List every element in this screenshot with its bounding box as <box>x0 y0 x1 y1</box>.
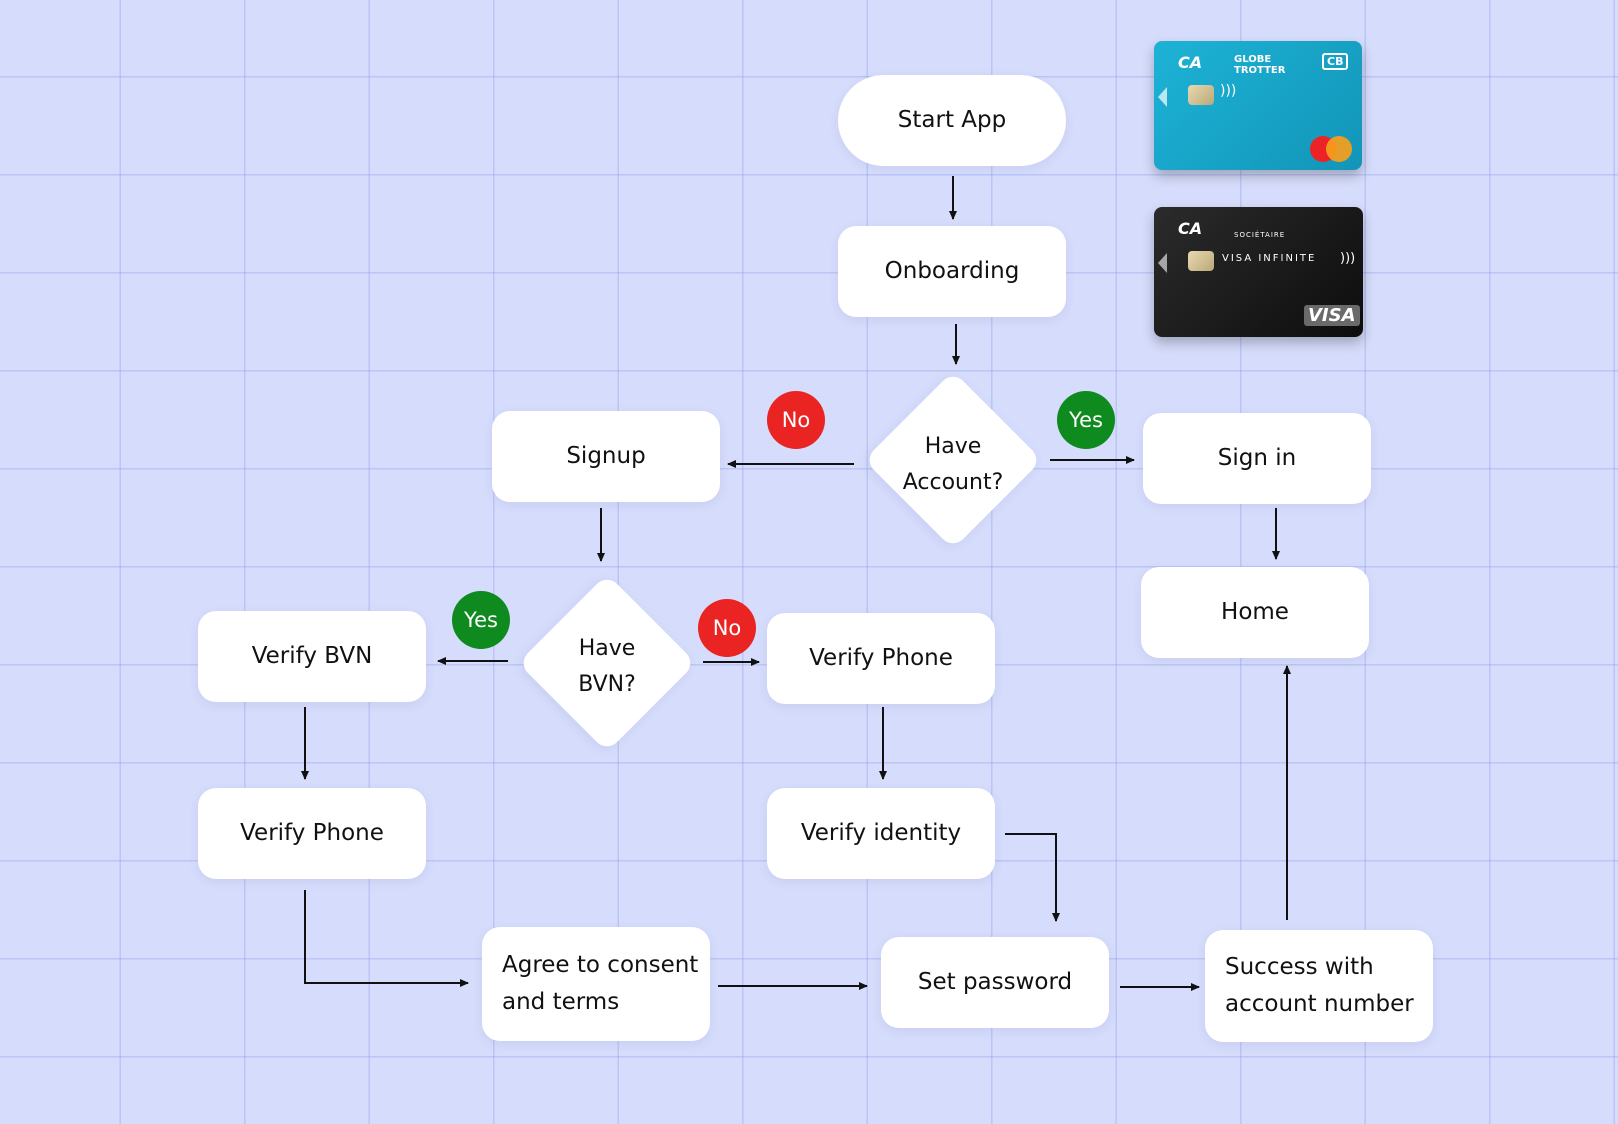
card-name-line2: TROTTER <box>1234 65 1286 76</box>
mastercard-icon <box>1310 136 1354 162</box>
chip-icon <box>1188 85 1214 105</box>
card-name-line1: GLOBE <box>1234 54 1272 65</box>
badge-yes-account: Yes <box>1057 391 1115 449</box>
badge-yes-bvn: Yes <box>452 591 510 649</box>
arrow-verify-phone-to-agree-consent <box>304 890 469 987</box>
node-signup: Signup <box>492 411 720 502</box>
card-network-visa: VISA <box>1304 305 1360 326</box>
card-brand-logo: CA <box>1178 53 1203 72</box>
card-brand-logo: CA <box>1178 219 1203 238</box>
node-verify-bvn-label: Verify BVN <box>251 643 373 669</box>
node-verify-phone-left-label: Verify Phone <box>240 820 384 846</box>
node-onboarding-label: Onboarding <box>884 258 1020 284</box>
node-start-app: Start App <box>838 75 1066 166</box>
card-tier-text: SOCIÉTAIRE <box>1234 231 1286 239</box>
contactless-icon: ))) <box>1340 251 1356 266</box>
arrow-verify-identity-to-set-password <box>1005 833 1060 922</box>
node-verify-phone-left: Verify Phone <box>198 788 426 879</box>
card-arrow-icon <box>1158 87 1167 107</box>
badge-no-account: No <box>767 391 825 449</box>
node-verify-bvn: Verify BVN <box>198 611 426 702</box>
node-success: Success with account number <box>1205 930 1433 1042</box>
node-agree-consent: Agree to consent and terms <box>482 927 710 1041</box>
card-arrow-icon <box>1158 253 1167 273</box>
node-verify-identity: Verify identity <box>767 788 995 879</box>
globetrotter-card-image: CA GLOBE TROTTER CB ))) <box>1154 41 1362 170</box>
node-verify-phone-right-label: Verify Phone <box>809 645 953 671</box>
node-onboarding: Onboarding <box>838 226 1066 317</box>
contactless-icon: ))) <box>1220 83 1237 99</box>
node-start-app-label: Start App <box>897 107 1007 133</box>
node-verify-phone-right: Verify Phone <box>767 613 995 704</box>
node-set-password-label: Set password <box>917 969 1073 995</box>
badge-no-bvn: No <box>698 599 756 657</box>
visa-infinite-card-image: CA SOCIÉTAIRE VISA INFINITE ))) VISA <box>1154 207 1363 337</box>
node-verify-identity-label: Verify identity <box>800 820 962 846</box>
chip-icon <box>1188 251 1214 271</box>
node-set-password: Set password <box>881 937 1109 1028</box>
node-agree-consent-label: Agree to consent and terms <box>502 952 699 1015</box>
decision-have-account-label: Have Account? <box>902 434 1004 495</box>
card-product-text: VISA INFINITE <box>1222 253 1317 264</box>
node-success-label: Success with account number <box>1225 954 1414 1017</box>
card-network-cb: CB <box>1322 53 1349 70</box>
node-sign-in-label: Sign in <box>1217 445 1297 471</box>
node-home-label: Home <box>1221 599 1289 625</box>
node-signup-label: Signup <box>566 443 646 469</box>
decision-have-bvn-label: Have BVN? <box>578 636 636 697</box>
node-home: Home <box>1141 567 1369 658</box>
node-sign-in: Sign in <box>1143 413 1371 504</box>
